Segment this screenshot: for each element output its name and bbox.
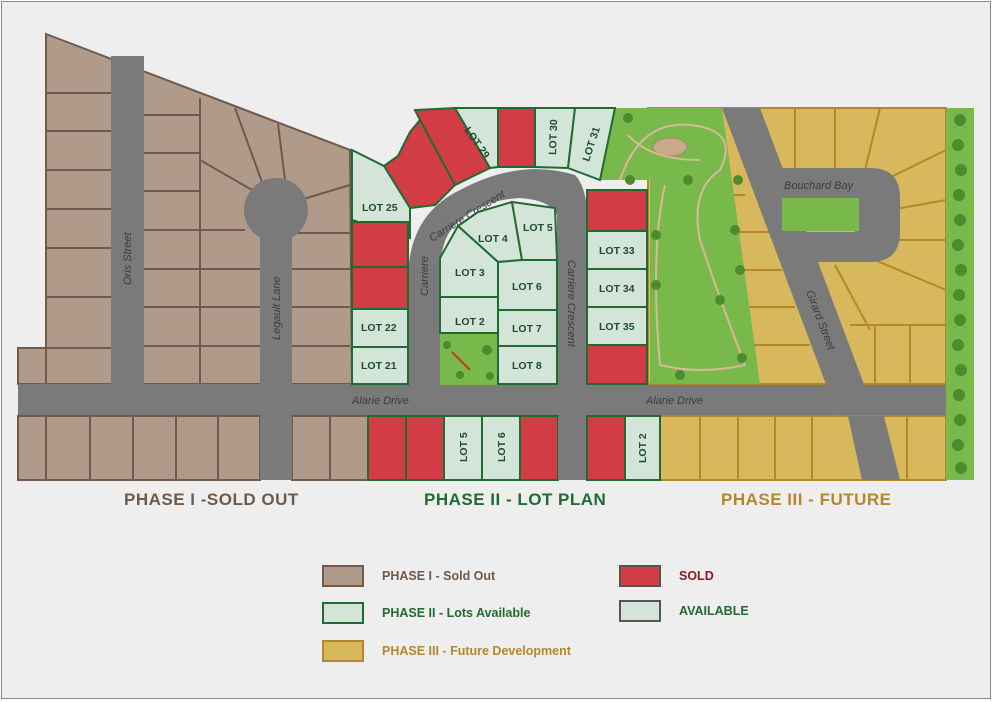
lot-35-label: LOT 35 — [599, 321, 635, 333]
lot-3-label: LOT 3 — [455, 267, 485, 279]
carriere-label-left: Carriere — [419, 256, 431, 296]
lot-5-bottom-label: LOT 5 — [458, 432, 470, 462]
legend-phase2-swatch — [322, 602, 364, 624]
lot-35[interactable] — [586, 306, 648, 346]
lot-5-bottom[interactable] — [443, 415, 483, 481]
lot-22-label: LOT 22 — [361, 322, 397, 334]
oris-street-label: Oris Street — [122, 231, 134, 285]
oris-street-road — [111, 56, 144, 386]
sold-lot-g — [586, 344, 648, 385]
lot-29[interactable] — [453, 107, 499, 170]
sold-lot-f — [586, 189, 648, 232]
legend-available: AVAILABLE — [619, 598, 749, 624]
phase3-title: PHASE III - FUTURE — [721, 490, 892, 509]
lot-21[interactable] — [351, 346, 409, 385]
alarie-drive-label-right: Alarie Drive — [645, 395, 703, 407]
sold-lot-h — [367, 415, 407, 481]
lot-4-label: LOT 4 — [478, 233, 508, 245]
sold-lot-e — [351, 266, 409, 310]
legend-sold-label: SOLD — [679, 569, 714, 583]
lot-2-label: LOT 2 — [455, 316, 485, 328]
alarie-drive-road — [18, 384, 948, 416]
legend-phase3-label: PHASE III - Future Development — [382, 644, 571, 658]
legend-phase1: PHASE I - Sold Out — [322, 563, 495, 589]
lot-2-bottom[interactable] — [624, 415, 661, 481]
phase1-title: PHASE I -SOLD OUT — [124, 490, 299, 509]
legault-cul-de-sac — [244, 178, 308, 242]
sold-lot-i — [405, 415, 445, 481]
park-area — [600, 108, 760, 384]
lot-7[interactable] — [497, 309, 558, 347]
legend-sold: SOLD — [619, 563, 714, 589]
bouchard-bay-road — [748, 168, 900, 262]
sold-lot-k — [586, 415, 626, 481]
phase2-title: PHASE II - LOT PLAN — [424, 490, 607, 509]
bouchard-bay-label: Bouchard Bay — [784, 180, 855, 192]
lot-2-bottom-label: LOT 2 — [637, 433, 649, 463]
lot-2[interactable] — [439, 296, 499, 334]
legend-phase2: PHASE II - Lots Available — [322, 600, 530, 626]
legault-lane-label: Legault Lane — [271, 276, 283, 340]
lot-25-label: LOT 25 — [362, 202, 398, 214]
legend-phase3: PHASE III - Future Development — [322, 638, 571, 664]
lot-8[interactable] — [497, 345, 558, 385]
phase1-bottom-row — [17, 415, 369, 481]
legend-phase3-swatch — [322, 640, 364, 662]
legend-available-label: AVAILABLE — [679, 604, 749, 618]
lot-6-label: LOT 6 — [512, 281, 542, 293]
carriere-crescent-right-label: Carriere Crescent — [565, 260, 577, 348]
lot-5-label: LOT 5 — [523, 222, 553, 234]
bouchard-bay-island — [782, 198, 859, 231]
legend-phase1-swatch — [322, 565, 364, 587]
sold-lot-j — [519, 415, 559, 481]
carriere-crescent-road — [408, 169, 587, 384]
lot-30-label: LOT 30 — [547, 119, 560, 155]
phase1-lot-lines — [45, 92, 351, 384]
lot-7-label: LOT 7 — [512, 323, 542, 335]
phase1-area — [17, 32, 354, 386]
phase2-area — [351, 106, 661, 481]
legend-phase2-label: PHASE II - Lots Available — [382, 606, 531, 620]
sold-lot-c — [497, 107, 536, 168]
girard-street-road — [722, 108, 900, 480]
lot-33-label: LOT 33 — [599, 245, 635, 257]
lot-25[interactable] — [351, 148, 411, 240]
phase3-bottom-row — [659, 415, 947, 481]
park-pond — [652, 137, 688, 157]
lot-34-label: LOT 34 — [599, 283, 635, 295]
lot-6-bottom-label: LOT 6 — [496, 432, 508, 462]
legend-sold-swatch — [619, 565, 661, 587]
legend-phase1-label: PHASE I - Sold Out — [382, 569, 496, 583]
lot-31[interactable] — [566, 107, 617, 182]
legend-available-swatch — [619, 600, 661, 622]
sold-lot-d — [351, 221, 409, 268]
lot-6-bottom[interactable] — [481, 415, 521, 481]
lot-8-label: LOT 8 — [512, 360, 542, 372]
crescent-road-bottom — [558, 416, 587, 480]
alarie-drive-label-left: Alarie Drive — [351, 395, 409, 407]
lot-21-label: LOT 21 — [361, 360, 397, 372]
